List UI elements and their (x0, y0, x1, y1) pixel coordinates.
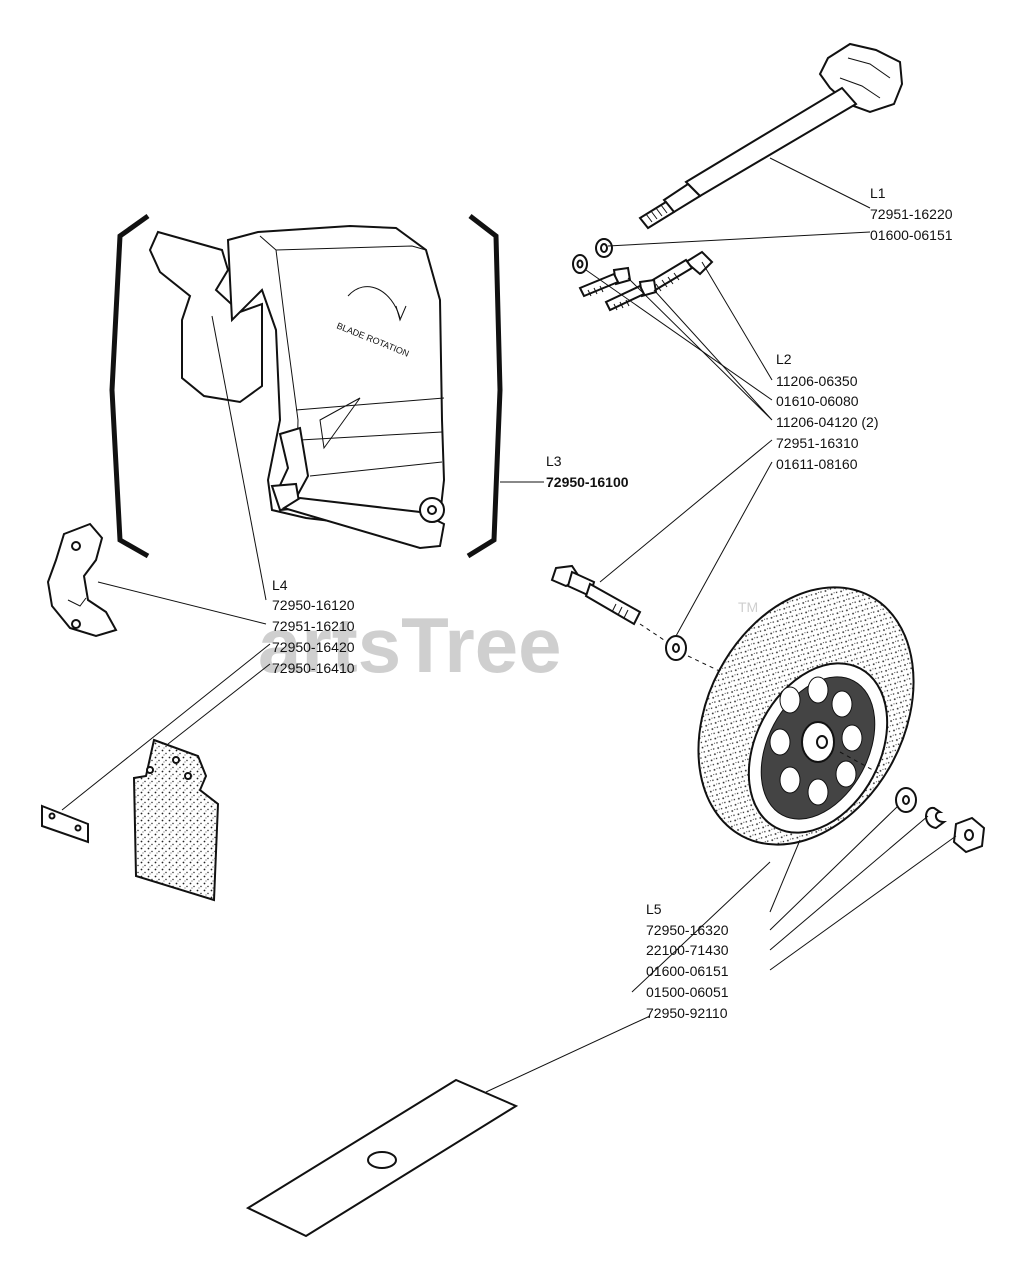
part-number: 11206-06350 (776, 373, 858, 389)
label-group-L3: L3 72950-16100 (546, 453, 629, 490)
shaft-with-knob (638, 42, 904, 230)
flat-washer (572, 254, 588, 274)
lock-washer (595, 238, 613, 258)
watermark-tm: TM (738, 599, 758, 615)
part-number: 72951-16310 (776, 435, 859, 451)
part-number: 72951-16220 (870, 206, 953, 222)
part-number: 72950-16120 (272, 597, 355, 613)
label-group-L2: L2 11206-06350 01610-06080 11206-04120 (… (776, 351, 878, 472)
part-number: 72950-92110 (646, 1005, 728, 1021)
part-number: 72950-16420 (272, 639, 355, 655)
part-number: 72950-16410 (272, 660, 355, 676)
part-number: 01611-08160 (776, 456, 858, 472)
group-label-L3: L3 (546, 453, 562, 469)
group-label-L4: L4 (272, 577, 288, 593)
group-label-L5: L5 (646, 901, 662, 917)
part-number: 72950-16320 (646, 922, 729, 938)
label-group-L5: L5 72950-16320 22100-71430 01600-06151 0… (646, 901, 729, 1021)
part-number: 72950-16100 (546, 474, 629, 490)
wheel-washer (665, 635, 687, 661)
screw-1 (578, 266, 632, 298)
screw-2 (604, 278, 658, 312)
part-number: 11206-04120 (2) (776, 414, 878, 430)
part-number: 01600-06151 (646, 963, 729, 979)
label-group-L4: L4 72950-16120 72951-16210 72950-16420 7… (272, 577, 355, 676)
watermark-text: artsTree (258, 601, 562, 689)
axle-bolt (550, 564, 642, 626)
hex-nut (952, 816, 986, 854)
part-number: 01500-06051 (646, 984, 729, 1000)
part-number: 22100-71430 (646, 942, 729, 958)
wheel (697, 586, 915, 846)
housing-assembly: BLADE ROTATION (109, 213, 503, 559)
group-label-L2: L2 (776, 351, 792, 367)
wheel-lock-washer (925, 806, 947, 830)
rubber-flap (132, 738, 220, 902)
part-number: 01600-06151 (870, 227, 953, 243)
part-number: 72951-16210 (272, 618, 355, 634)
retaining-bar (41, 804, 89, 844)
label-group-L1: L1 72951-16220 01600-06151 (870, 185, 953, 243)
wheel-flat-washer (895, 787, 917, 813)
part-number: 01610-06080 (776, 393, 859, 409)
group-label-L1: L1 (870, 185, 886, 201)
blade (245, 1078, 519, 1238)
clamp (46, 522, 118, 638)
